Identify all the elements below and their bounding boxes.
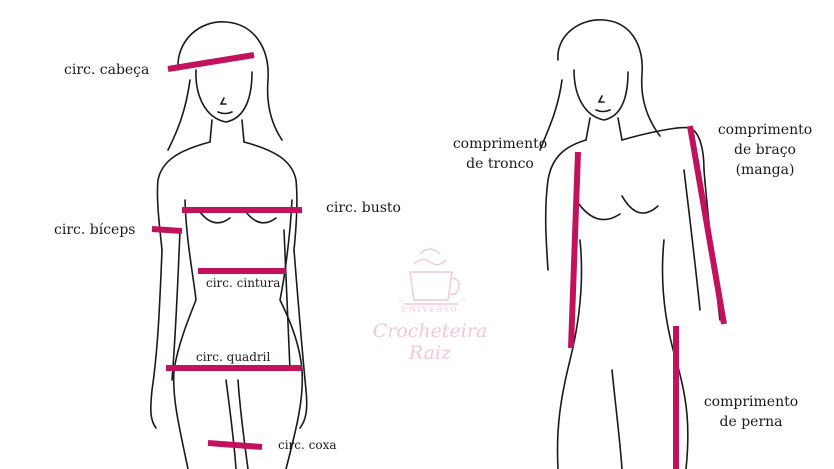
torso-length-line (568, 151, 581, 349)
bicep-circumference-label: circ. bíceps (54, 222, 136, 238)
leg-length-line1: comprimento (703, 394, 799, 410)
waist-circumference-label: circ. cintura (206, 276, 281, 290)
arm-length-line3: (manga) (735, 162, 795, 178)
watermark-brand: Crocheteira Raiz (372, 320, 488, 364)
bicep-line (151, 226, 183, 234)
bust-circumference-label: circ. busto (326, 200, 401, 216)
arm-length-label: comprimento de braço (manga) (704, 120, 826, 180)
hip-circumference-label: circ. quadril (196, 350, 271, 364)
torso-length-line2: de tronco (466, 156, 534, 172)
front-figure-outline (150, 21, 308, 469)
front-measure-lines (151, 52, 302, 450)
svg-text:☆: ☆ (398, 296, 404, 304)
arm-length-line (687, 125, 727, 325)
cup-logo-icon: ☆ ☆ (398, 248, 466, 305)
leg-length-label: comprimento de perna (690, 392, 812, 432)
arm-length-line2: de braço (734, 142, 796, 158)
leg-length-line2: de perna (719, 414, 783, 430)
arm-length-line1: comprimento (717, 122, 813, 138)
watermark-top-text: UNIVERSO (401, 306, 459, 314)
thigh-line (207, 440, 263, 450)
thigh-circumference-label: circ. coxa (278, 438, 337, 452)
head-line (167, 52, 255, 72)
svg-text:☆: ☆ (460, 296, 466, 304)
side-measure-lines (568, 125, 727, 469)
torso-length-line1: comprimento (452, 136, 548, 152)
head-circumference-label: circ. cabeça (64, 62, 150, 78)
torso-length-label: comprimento de tronco (440, 134, 560, 174)
